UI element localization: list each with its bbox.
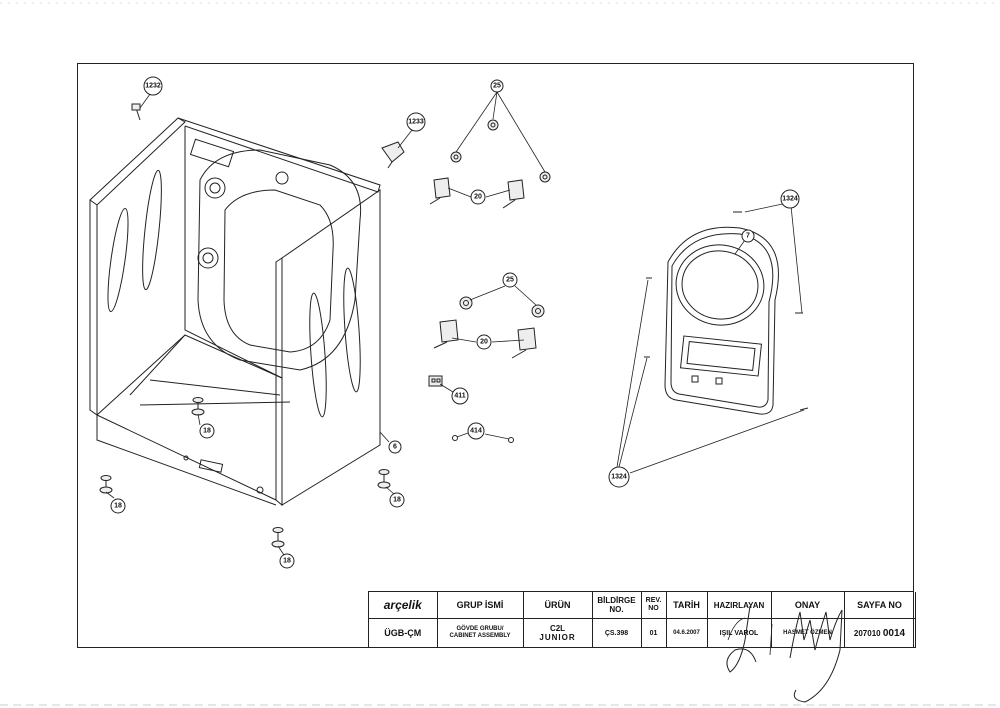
page-prefix: 207010 — [853, 628, 881, 638]
foot-left-front — [99, 475, 113, 494]
date-value: 04.6.2007 — [666, 618, 708, 648]
svg-text:411: 411 — [454, 393, 465, 400]
callout-20-lower: 20 — [476, 334, 492, 350]
date-header: TARİH — [666, 592, 708, 619]
foot-right-front — [377, 469, 391, 489]
svg-text:6: 6 — [393, 444, 397, 451]
approval-header: ONAY — [771, 592, 845, 619]
notice-value: ÇS.398 — [592, 618, 642, 648]
callout-1324-upper: 1324 — [780, 189, 800, 209]
group-value: GÖVDE GRUBU/ CABINET ASSEMBLY — [437, 618, 524, 648]
callout-1233: 1233 — [406, 112, 426, 132]
screws-414 — [452, 435, 514, 443]
product-value-2: JUNIOR — [539, 633, 576, 642]
svg-text:1233: 1233 — [408, 119, 424, 126]
product-header: ÜRÜN — [523, 592, 593, 619]
cabinet-body — [89, 117, 381, 507]
product-value-1: C2L — [549, 624, 566, 633]
damper-set-lower — [433, 319, 537, 359]
leader-lines — [105, 89, 805, 556]
department: ÜGB-ÇM — [369, 618, 438, 648]
fastener-1232 — [131, 103, 141, 121]
callout-411: 411 — [451, 387, 469, 405]
rev-header: REV. NO — [641, 592, 667, 619]
brand-logo: arçelik — [369, 592, 438, 619]
svg-text:20: 20 — [474, 194, 482, 201]
connector-411 — [428, 375, 443, 387]
svg-text:7: 7 — [746, 233, 750, 240]
callout-18-center: 18 — [199, 423, 215, 439]
prepared-value: IŞIL VAROL — [707, 618, 772, 648]
callout-1324-lower: 1324 — [608, 466, 630, 488]
notice-header: BİLDİRGE NO. — [592, 592, 642, 619]
callout-18-bottom: 18 — [279, 553, 295, 569]
page-number: 207010 0014 — [844, 618, 916, 648]
drawing-frame — [77, 63, 914, 648]
svg-text:18: 18 — [114, 503, 122, 510]
group-value-en: CABINET ASSEMBLY — [449, 633, 511, 639]
svg-text:1232: 1232 — [145, 83, 161, 90]
prepared-header: HAZIRLAYAN — [707, 592, 772, 619]
svg-text:18: 18 — [283, 558, 291, 565]
front-panel — [664, 226, 779, 415]
callout-1232: 1232 — [143, 76, 163, 96]
svg-text:1324: 1324 — [782, 196, 798, 203]
group-value-tr: GÖVDE GRUBU/ — [456, 626, 504, 632]
callout-18-right: 18 — [389, 492, 405, 508]
bushing-set-upper — [450, 119, 551, 183]
callout-20-upper: 20 — [470, 189, 486, 205]
page-suffix: 0014 — [882, 627, 906, 639]
svg-text:18: 18 — [393, 497, 401, 504]
callout-7: 7 — [741, 229, 755, 243]
svg-text:1324: 1324 — [611, 474, 627, 481]
svg-text:25: 25 — [493, 83, 501, 90]
callout-25-lower: 25 — [502, 272, 518, 288]
rev-value: 01 — [641, 618, 667, 648]
callout-18-left: 18 — [110, 498, 126, 514]
callout-6: 6 — [388, 440, 402, 454]
damper-set-upper — [429, 177, 525, 209]
callout-414: 414 — [467, 422, 485, 440]
bushing-set-lower — [459, 296, 545, 318]
callout-25-upper: 25 — [490, 79, 504, 93]
product-value: C2L JUNIOR — [523, 618, 593, 648]
title-block: arçelik GRUP İSMİ ÜRÜN BİLDİRGE NO. REV.… — [368, 591, 916, 648]
svg-text:20: 20 — [480, 339, 488, 346]
svg-text:414: 414 — [470, 428, 482, 435]
foot-bottom-front — [271, 527, 285, 548]
svg-text:25: 25 — [506, 277, 514, 284]
svg-text:18: 18 — [203, 428, 211, 435]
page-header: SAYFA NO — [844, 592, 916, 619]
group-header: GRUP İSMİ — [437, 592, 524, 619]
